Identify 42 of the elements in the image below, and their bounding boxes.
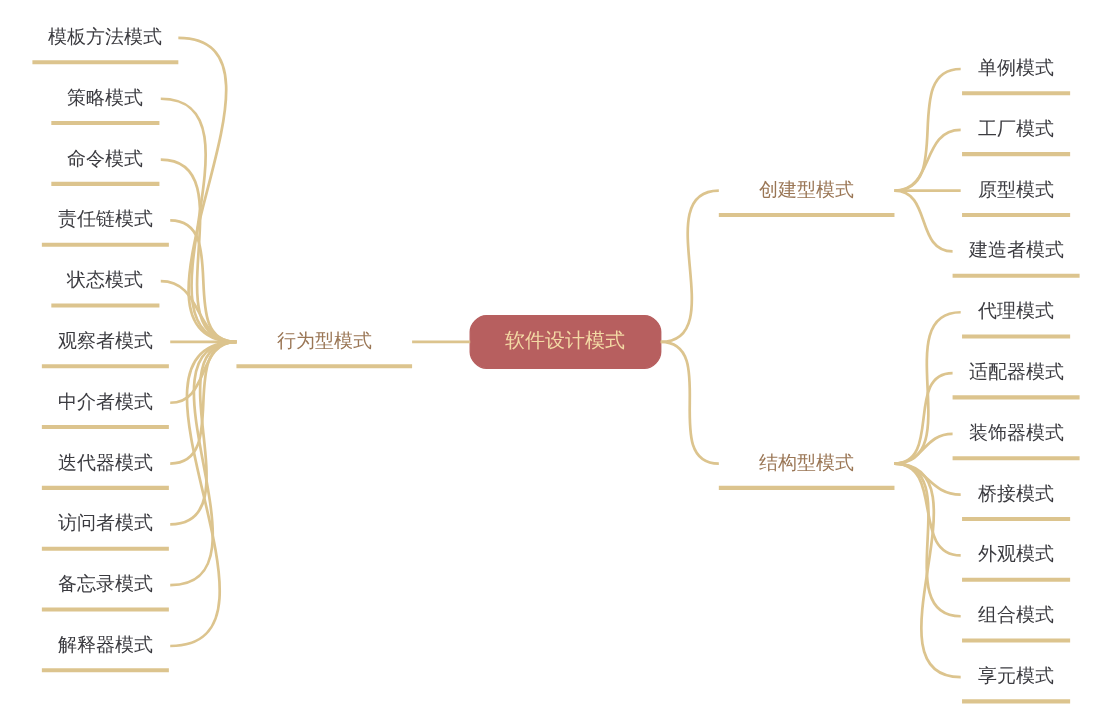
- connector: [170, 340, 237, 465]
- node-text: 桥接模式: [978, 481, 1055, 504]
- connector: [412, 340, 471, 344]
- node-text: 创建型模式: [759, 177, 855, 200]
- node-text: 状态模式: [67, 268, 144, 291]
- connector: [160, 158, 237, 344]
- node-text: 组合模式: [978, 603, 1055, 626]
- connector: [169, 340, 237, 526]
- node-text: 享元模式: [978, 664, 1055, 687]
- node-text: 外观模式: [978, 542, 1055, 565]
- node-text: 策略模式: [67, 85, 144, 108]
- node-text: 命令模式: [67, 146, 144, 169]
- connector: [894, 128, 961, 192]
- node-text: 责任链模式: [57, 207, 153, 230]
- connector: [894, 189, 961, 192]
- node-text: 适配器模式: [968, 360, 1064, 383]
- node-text: 模板方法模式: [48, 24, 163, 47]
- node-text: 装饰器模式: [968, 420, 1064, 443]
- connector: [894, 67, 961, 192]
- node-text: 备忘录模式: [57, 572, 153, 595]
- node-text: 观察者模式: [57, 328, 153, 351]
- node-box: 软件设计模式: [469, 314, 662, 369]
- node-text: 访问者模式: [57, 511, 153, 534]
- connector: [170, 340, 237, 405]
- node-text: 代理模式: [978, 299, 1055, 322]
- connector: [894, 462, 961, 679]
- node-text: 原型模式: [978, 177, 1055, 200]
- connector: [160, 279, 237, 344]
- node-text: 行为型模式: [276, 328, 372, 351]
- node-text: 建造者模式: [968, 238, 1064, 261]
- connector: [160, 97, 237, 344]
- connector: [169, 340, 237, 587]
- node-text: 结构型模式: [759, 450, 855, 473]
- connector: [660, 189, 720, 344]
- node-text: 解释器模式: [57, 632, 153, 655]
- connector: [894, 189, 953, 253]
- connector: [169, 340, 237, 648]
- node-text: 单例模式: [978, 56, 1055, 79]
- connector: [660, 340, 720, 465]
- node-text: 工厂模式: [978, 116, 1055, 139]
- node-text: 迭代器模式: [57, 450, 153, 473]
- node-text: 中介者模式: [57, 389, 153, 412]
